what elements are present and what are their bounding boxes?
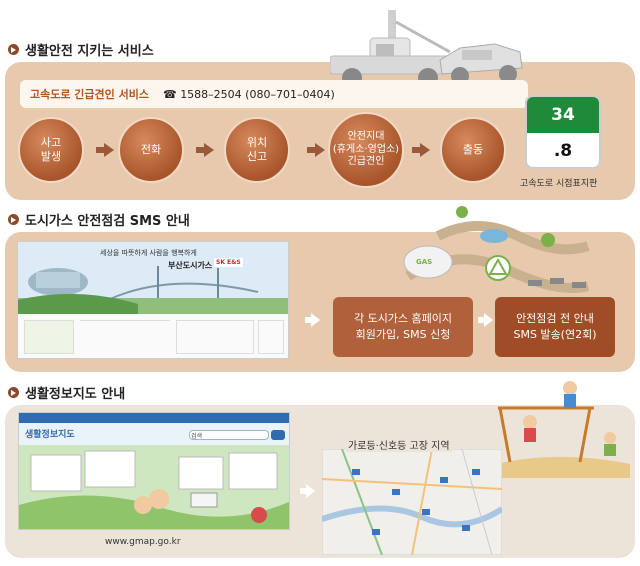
arrow-right-icon xyxy=(412,143,430,157)
phone-row: ☎ 1588–2504 (080–701–0404) xyxy=(163,88,335,101)
sms-notice-text: 안전점검 전 안내 SMS 발송(연2회) xyxy=(513,312,597,341)
step-dispatch: 출동 xyxy=(440,117,506,183)
section3-title-text: 생활정보지도 안내 xyxy=(25,387,126,402)
sk-logo: SK E&S xyxy=(214,258,243,267)
section1-title: 생활안전 지키는 서비스 xyxy=(8,40,154,59)
gas-label: GAS xyxy=(416,258,433,266)
tow-truck-illustration xyxy=(330,10,523,88)
sms-signup-step: 각 도시가스 홈페이지 회원가입, SMS 신청 xyxy=(333,297,473,357)
website-slogan: 세상을 따뜻하게 사람을 행복하게 xyxy=(100,249,197,257)
section1-title-text: 생활안전 지키는 서비스 xyxy=(25,44,154,59)
bullet-arrow-icon xyxy=(8,44,19,55)
sign-caption: 고속도로 시점표지판 xyxy=(520,179,598,189)
step-location-report: 위치 신고 xyxy=(224,117,290,183)
arrow-right-icon xyxy=(300,484,315,498)
gmap-nav-bar xyxy=(19,413,289,423)
gmap-search-button[interactable] xyxy=(271,430,285,440)
step-emergency-tow: 안전지대 (휴게소·영업소) 긴급견인 xyxy=(328,112,404,188)
sms-notice-step: 안전점검 전 안내 SMS 발송(연2회) xyxy=(495,297,615,357)
playground-illustration xyxy=(480,381,630,478)
website-brand: 부산도시가스 xyxy=(168,261,213,270)
facility-map xyxy=(322,449,502,555)
sms-signup-text: 각 도시가스 홈페이지 회원가입, SMS 신청 xyxy=(353,312,453,341)
gmap-banner xyxy=(19,445,289,529)
arrow-right-icon xyxy=(196,143,214,157)
gmap-website: 생활정보지도 검색 xyxy=(18,412,290,530)
website-content-area xyxy=(18,314,288,358)
gas-company-website: 세상을 따뜻하게 사람을 행복하게 부산도시가스 SK E&S xyxy=(17,241,289,359)
step-emergency-tow-label: 안전지대 (휴게소·영업소) 긴급견인 xyxy=(332,131,400,168)
arrow-right-icon xyxy=(96,143,114,157)
step-accident: 사고 발생 xyxy=(18,117,84,183)
gas-road-illustration xyxy=(403,206,590,293)
step-accident-label: 사고 발생 xyxy=(40,136,62,163)
service-name: 고속도로 긴급견인 서비스 xyxy=(30,88,149,101)
arrow-right-icon xyxy=(305,313,320,327)
gmap-search-label: 검색 xyxy=(191,433,203,440)
step-call-label: 전화 xyxy=(140,143,162,157)
arrow-right-icon xyxy=(478,313,493,327)
bullet-arrow-icon xyxy=(8,387,19,398)
step-call: 전화 xyxy=(118,117,184,183)
gmap-site-title: 생활정보지도 xyxy=(25,430,75,440)
section2-title-text: 도시가스 안전점검 SMS 안내 xyxy=(25,214,190,229)
step-location-report-label: 위치 신고 xyxy=(246,136,268,163)
section3-title: 생활정보지도 안내 xyxy=(8,383,125,402)
phone-icon: ☎ xyxy=(162,87,177,101)
section2-title: 도시가스 안전점검 SMS 안내 xyxy=(8,210,190,229)
arrow-right-icon xyxy=(307,143,325,157)
sign-bottom-number: .8 xyxy=(553,141,573,161)
highway-sign: 34 .8 xyxy=(525,95,601,169)
bullet-arrow-icon xyxy=(8,214,19,225)
map-caption: 가로등·신호등 고장 지역 xyxy=(346,437,452,452)
gmap-url[interactable]: www.gmap.go.kr xyxy=(105,537,181,547)
phone-number: 1588–2504 (080–701–0404) xyxy=(180,87,335,101)
service-info-bar: 고속도로 긴급견인 서비스 ☎ 1588–2504 (080–701–0404) xyxy=(20,80,528,108)
website-banner xyxy=(18,242,288,314)
gmap-search-input[interactable] xyxy=(189,430,269,440)
sign-top-number: 34 xyxy=(527,97,599,133)
step-dispatch-label: 출동 xyxy=(462,143,484,157)
